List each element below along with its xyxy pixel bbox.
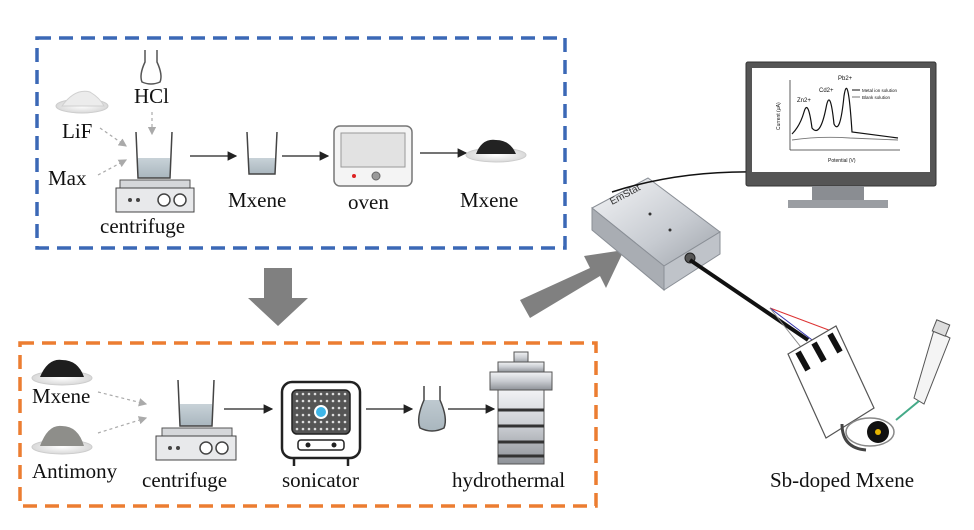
legend-blank: Blank solution bbox=[862, 95, 891, 100]
max-arrow bbox=[97, 159, 128, 176]
sonicator-dot bbox=[295, 392, 299, 396]
small-flask-icon bbox=[417, 386, 447, 432]
lif-arrow bbox=[99, 127, 127, 147]
hydrothermal-label: hydrothermal bbox=[452, 468, 566, 492]
sonicator-dot bbox=[343, 392, 347, 396]
stage1-dashed-box bbox=[35, 36, 567, 250]
electrode-holder-icon bbox=[787, 325, 895, 452]
max-label: Max bbox=[48, 166, 87, 190]
sonicator-dot bbox=[337, 420, 341, 424]
sonicator-dot bbox=[307, 413, 311, 417]
sonicator-dot bbox=[307, 406, 311, 410]
mxene-beaker-icon bbox=[246, 131, 278, 175]
result-label: Sb-doped Mxene bbox=[770, 468, 915, 492]
sonicator-dot bbox=[325, 392, 329, 396]
sonicator-dot bbox=[301, 406, 305, 410]
centrifuge-icon bbox=[115, 131, 195, 213]
voltammogram-chart: Zn2+ Cd2+ Pb2+ Metal ion solution Blank … bbox=[776, 76, 900, 164]
sonicator-dot bbox=[307, 392, 311, 396]
sonicator-dot bbox=[337, 427, 341, 431]
centrifuge-label: centrifuge bbox=[100, 214, 186, 238]
oven-label: oven bbox=[348, 190, 389, 214]
centrifuge-2-label: centrifuge bbox=[142, 468, 228, 492]
sonicator-dot bbox=[295, 406, 299, 410]
sonicator-dot bbox=[295, 427, 299, 431]
diagonal-arrow-icon bbox=[520, 250, 624, 318]
electrode-cable bbox=[688, 258, 810, 342]
sonicator-dot bbox=[343, 399, 347, 403]
sonicator-dot bbox=[337, 413, 341, 417]
sonicator-dot bbox=[331, 392, 335, 396]
antimony-input-arrow bbox=[97, 416, 148, 434]
sonicator-dot bbox=[313, 420, 317, 424]
sonicator-dot bbox=[301, 399, 305, 403]
chart-xlabel: Potential (V) bbox=[828, 158, 856, 164]
hcl-label: HCl bbox=[134, 84, 170, 108]
sonicator-dot bbox=[319, 420, 323, 424]
mxene-input-icon bbox=[31, 359, 93, 386]
sonicator-dot bbox=[313, 392, 317, 396]
sonicator-dot bbox=[301, 413, 305, 417]
sonicator-dot bbox=[307, 427, 311, 431]
sonicator-dot bbox=[343, 427, 347, 431]
sonicator-dot bbox=[325, 399, 329, 403]
lif-label: LiF bbox=[62, 119, 93, 143]
chart-ylabel: Current (μA) bbox=[776, 102, 782, 130]
sonicator-dot bbox=[301, 427, 305, 431]
peak-label-pb: Pb2+ bbox=[838, 76, 853, 82]
sonicator-dot bbox=[301, 392, 305, 396]
sonicator-dot bbox=[343, 406, 347, 410]
sonicator-dot bbox=[295, 413, 299, 417]
lif-powder-icon bbox=[55, 90, 109, 114]
mxene-input-arrow bbox=[97, 391, 148, 407]
sonicator-dot bbox=[307, 420, 311, 424]
sonicator-dot bbox=[325, 427, 329, 431]
sonicator-dot bbox=[313, 427, 317, 431]
sonicator-dot bbox=[343, 413, 347, 417]
sonicator-dot bbox=[313, 399, 317, 403]
monitor-icon bbox=[745, 61, 937, 208]
antimony-label: Antimony bbox=[32, 459, 118, 483]
sonicator-dot bbox=[331, 427, 335, 431]
down-arrow-icon bbox=[248, 268, 308, 326]
sonicator-dot bbox=[307, 399, 311, 403]
sonicator-dot bbox=[319, 427, 323, 431]
stage2-dashed-box bbox=[18, 341, 598, 508]
sonicator-dot bbox=[295, 399, 299, 403]
sonicator-dot bbox=[337, 406, 341, 410]
sonicator-dot bbox=[325, 420, 329, 424]
centrifuge-2-icon bbox=[155, 379, 237, 461]
antimony-input-icon bbox=[31, 425, 93, 455]
sonicator-dot bbox=[295, 420, 299, 424]
mxene-liquid-label: Mxene bbox=[228, 188, 287, 212]
sonicator-dot bbox=[301, 420, 305, 424]
peak-label-cd: Cd2+ bbox=[819, 88, 834, 94]
sonicator-dot bbox=[331, 399, 335, 403]
oven-icon bbox=[333, 125, 413, 187]
sonicator-label: sonicator bbox=[282, 468, 359, 492]
pipette-icon bbox=[895, 319, 951, 421]
hydrothermal-reactor-icon bbox=[489, 351, 553, 465]
legend-metal: Metal ion solution bbox=[862, 88, 898, 93]
hcl-flask-icon bbox=[140, 50, 162, 85]
mxene-input-label: Mxene bbox=[32, 384, 91, 408]
sonicator-dot bbox=[319, 392, 323, 396]
sonicator-dot bbox=[337, 392, 341, 396]
sonicator-dot bbox=[331, 406, 335, 410]
sonicator-dot bbox=[331, 420, 335, 424]
peak-label-zn: Zn2+ bbox=[797, 98, 811, 104]
sonicator-dot bbox=[343, 420, 347, 424]
mxene-powder-label: Mxene bbox=[460, 188, 519, 212]
sonicator-icon bbox=[280, 380, 362, 466]
sonicator-dot bbox=[331, 413, 335, 417]
sonicator-dot bbox=[337, 399, 341, 403]
sonicator-dot bbox=[319, 399, 323, 403]
mxene-powder-icon bbox=[465, 139, 527, 163]
